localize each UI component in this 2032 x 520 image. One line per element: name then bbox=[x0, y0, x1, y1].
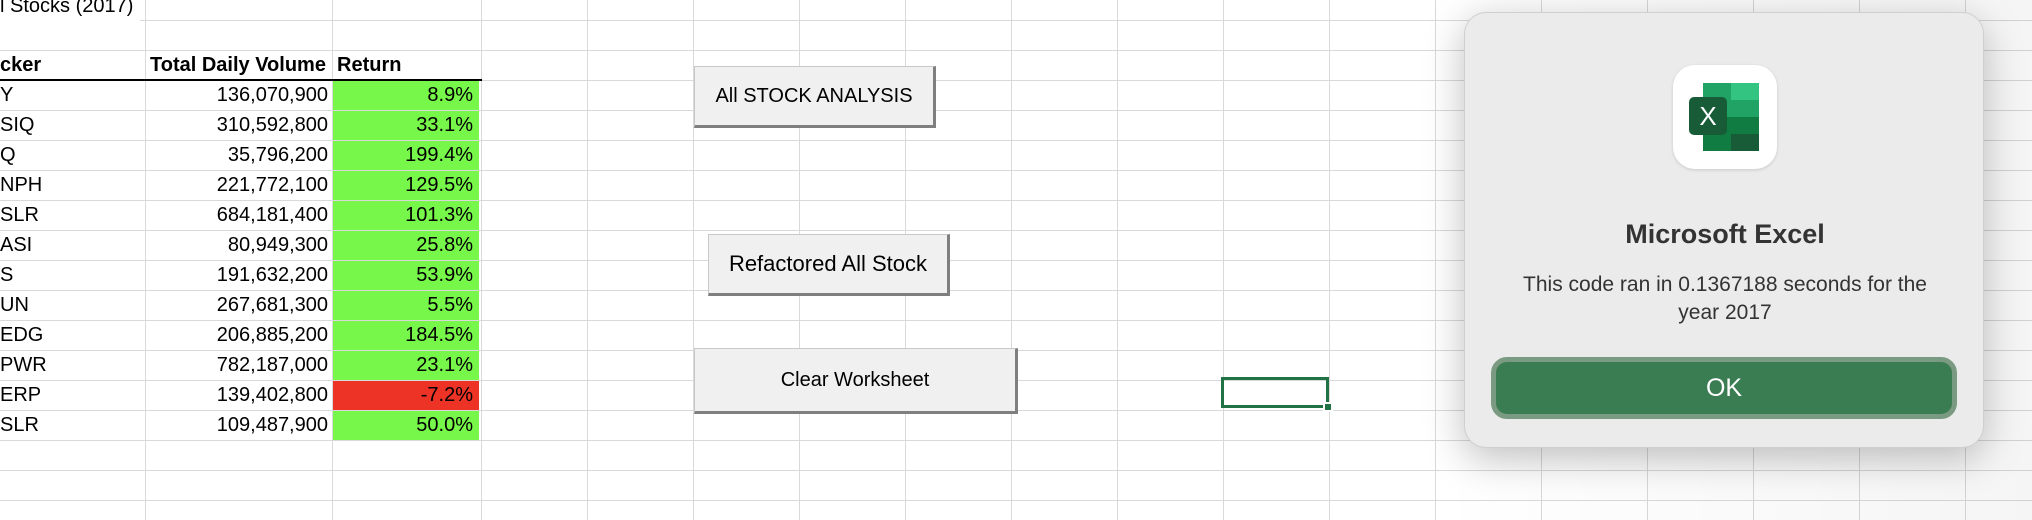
cell-ticker[interactable]: NPH bbox=[0, 174, 43, 196]
cell-ticker[interactable]: SLR bbox=[0, 414, 39, 436]
header-bottom-border bbox=[0, 79, 482, 81]
cell-return[interactable]: 23.1% bbox=[333, 351, 479, 380]
column-line bbox=[1435, 0, 1436, 520]
ok-button[interactable]: OK bbox=[1491, 357, 1957, 419]
cell-total-daily-volume[interactable]: 310,592,800 bbox=[216, 114, 328, 136]
column-line bbox=[332, 0, 333, 520]
column-line bbox=[693, 0, 694, 520]
row-line bbox=[0, 260, 2032, 261]
cell-return-value: 5.5% bbox=[427, 294, 473, 316]
cell-ticker[interactable]: Y bbox=[0, 84, 14, 106]
refactored-all-stock-button[interactable]: Refactored All Stock bbox=[708, 234, 950, 296]
row-line bbox=[0, 170, 2032, 171]
cell-return-value: 33.1% bbox=[416, 114, 473, 136]
row-line bbox=[0, 320, 2032, 321]
column-line bbox=[1223, 0, 1224, 520]
cell-return[interactable]: 50.0% bbox=[333, 411, 479, 440]
cell-return[interactable]: -7.2% bbox=[333, 381, 479, 410]
cell-ticker[interactable]: SIQ bbox=[0, 114, 35, 136]
header-total-daily-volume[interactable]: Total Daily Volume bbox=[150, 54, 326, 76]
dialog-title: Microsoft Excel bbox=[1625, 219, 1825, 249]
column-line bbox=[481, 0, 482, 520]
cell-ticker[interactable]: ASI bbox=[0, 234, 33, 256]
cell-return-value: 25.8% bbox=[416, 234, 473, 256]
fill-handle[interactable] bbox=[1323, 402, 1333, 412]
cell-return-value: 23.1% bbox=[416, 354, 473, 376]
row-line bbox=[0, 500, 2032, 501]
row-line bbox=[0, 290, 2032, 291]
clear-worksheet-button[interactable]: Clear Worksheet bbox=[694, 348, 1018, 414]
cell-ticker[interactable]: S bbox=[0, 264, 14, 286]
row-line bbox=[0, 20, 2032, 21]
cell-return[interactable]: 53.9% bbox=[333, 261, 479, 290]
sheet-title-cell[interactable]: l Stocks (2017) bbox=[0, 0, 140, 21]
row-line bbox=[0, 50, 2032, 51]
selected-cell[interactable] bbox=[1221, 377, 1329, 408]
cell-ticker[interactable]: EDG bbox=[0, 324, 44, 346]
cell-ticker[interactable]: SLR bbox=[0, 204, 39, 226]
cell-total-daily-volume[interactable]: 191,632,200 bbox=[216, 264, 328, 286]
column-line bbox=[1117, 0, 1118, 520]
header-return[interactable]: Return bbox=[337, 54, 402, 76]
cell-return-value: 53.9% bbox=[416, 264, 473, 286]
cell-total-daily-volume[interactable]: 139,402,800 bbox=[216, 384, 328, 406]
cell-return-value: 8.9% bbox=[427, 84, 473, 106]
row-line bbox=[0, 200, 2032, 201]
excel-icon: X bbox=[1673, 65, 1777, 169]
row-line bbox=[0, 470, 2032, 471]
header-ticker[interactable]: cker bbox=[0, 54, 42, 76]
cell-return[interactable]: 184.5% bbox=[333, 321, 479, 350]
cell-total-daily-volume[interactable]: 206,885,200 bbox=[216, 324, 328, 346]
cell-total-daily-volume[interactable]: 782,187,000 bbox=[216, 354, 328, 376]
cell-ticker[interactable]: ERP bbox=[0, 384, 42, 406]
row-line bbox=[0, 80, 2032, 81]
cell-return-value: 184.5% bbox=[405, 324, 473, 346]
cell-ticker[interactable]: PWR bbox=[0, 354, 47, 376]
dialog-message: This code ran in 0.1367188 seconds for t… bbox=[1523, 273, 1927, 324]
cell-total-daily-volume[interactable]: 136,070,900 bbox=[216, 84, 328, 106]
cell-total-daily-volume[interactable]: 221,772,100 bbox=[216, 174, 328, 196]
all-stock-analysis-button[interactable]: All STOCK ANALYSIS bbox=[694, 66, 936, 128]
alert-dialog: X Microsoft Excel This code ran in 0.136… bbox=[1464, 12, 1984, 448]
cell-return-value: -7.2% bbox=[420, 384, 473, 406]
cell-total-daily-volume[interactable]: 267,681,300 bbox=[216, 294, 328, 316]
column-line bbox=[1011, 0, 1012, 520]
cell-return[interactable]: 129.5% bbox=[333, 171, 479, 200]
cell-return[interactable]: 33.1% bbox=[333, 111, 479, 140]
column-line bbox=[145, 0, 146, 520]
row-line bbox=[0, 440, 2032, 441]
cell-total-daily-volume[interactable]: 35,796,200 bbox=[227, 144, 328, 166]
cell-return[interactable]: 8.9% bbox=[333, 81, 479, 110]
cell-ticker[interactable]: UN bbox=[0, 294, 29, 316]
cell-return[interactable]: 199.4% bbox=[333, 141, 479, 170]
row-line bbox=[0, 140, 2032, 141]
row-line bbox=[0, 110, 2032, 111]
cell-total-daily-volume[interactable]: 684,181,400 bbox=[216, 204, 328, 226]
cell-total-daily-volume[interactable]: 109,487,900 bbox=[216, 414, 328, 436]
cell-return[interactable]: 25.8% bbox=[333, 231, 479, 260]
cell-return-value: 199.4% bbox=[405, 144, 473, 166]
cell-return-value: 50.0% bbox=[416, 414, 473, 436]
cell-ticker[interactable]: Q bbox=[0, 144, 16, 166]
cell-return-value: 129.5% bbox=[405, 174, 473, 196]
cell-return[interactable]: 101.3% bbox=[333, 201, 479, 230]
column-line bbox=[1329, 0, 1330, 520]
row-line bbox=[0, 230, 2032, 231]
cell-return[interactable]: 5.5% bbox=[333, 291, 479, 320]
cell-total-daily-volume[interactable]: 80,949,300 bbox=[227, 234, 328, 256]
cell-return-value: 101.3% bbox=[405, 204, 473, 226]
excel-icon-letter: X bbox=[1699, 101, 1716, 131]
column-line bbox=[587, 0, 588, 520]
